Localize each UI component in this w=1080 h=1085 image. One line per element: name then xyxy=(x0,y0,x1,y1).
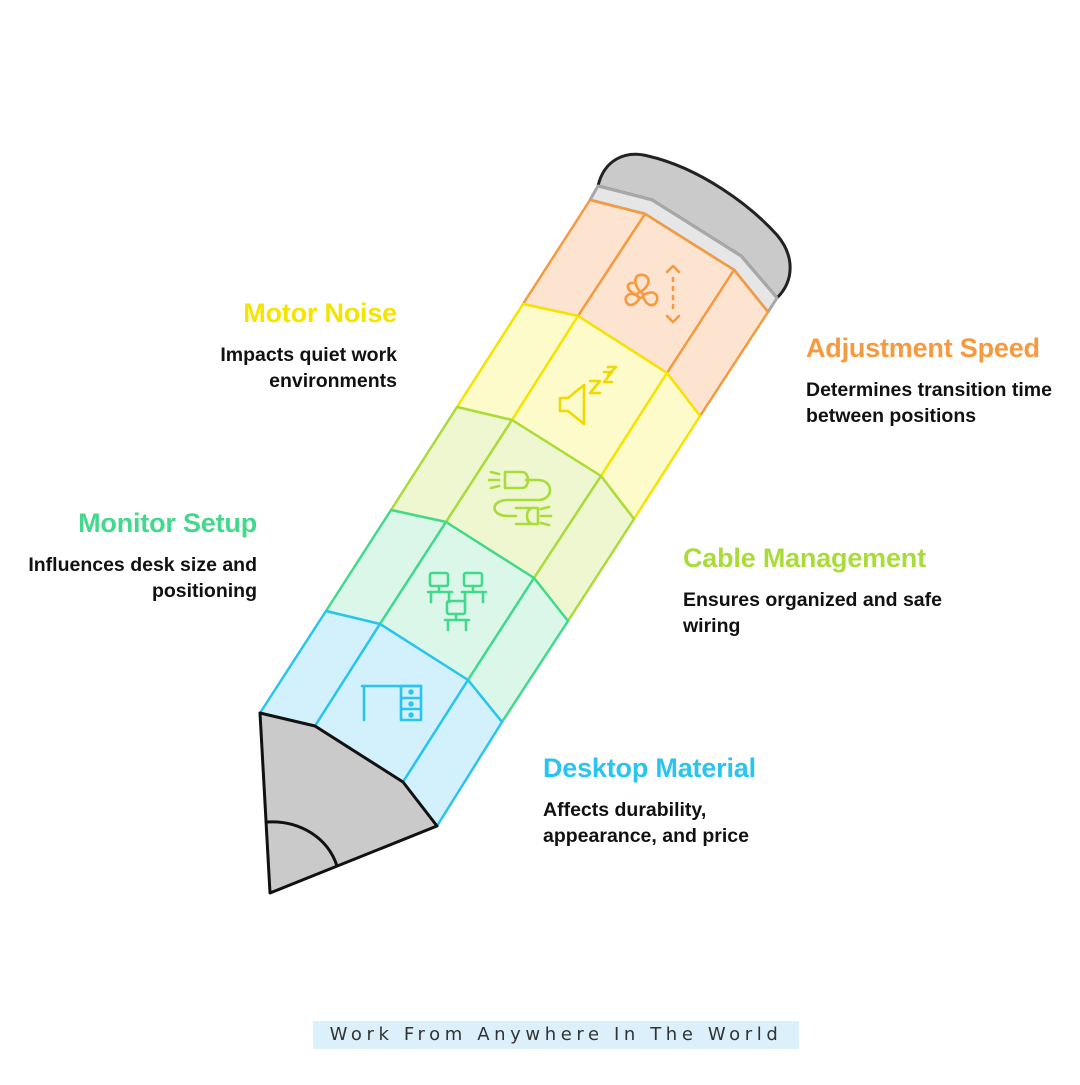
desk-icon xyxy=(360,684,423,722)
label-cable-management: Cable Management Ensures organized and s… xyxy=(683,541,973,639)
pencil-tip-arc xyxy=(266,820,339,867)
speaker-sleep-icon xyxy=(558,365,618,426)
fan-height-icon xyxy=(624,264,681,324)
footer-tagline: Work From Anywhere In The World xyxy=(313,1021,799,1049)
desc-motor-noise: Impacts quiet work environments xyxy=(220,344,397,392)
label-adjustment-speed: Adjustment Speed Determines transition t… xyxy=(806,331,1076,429)
desc-monitor-setup: Influences desk size and positioning xyxy=(28,554,257,602)
desc-cable-management: Ensures organized and safe wiring xyxy=(683,589,942,637)
monitors-icon xyxy=(426,571,488,632)
title-monitor-setup: Monitor Setup xyxy=(78,508,257,538)
pencil-tip xyxy=(258,711,439,895)
desc-adjustment-speed: Determines transition time between posit… xyxy=(806,379,1052,427)
label-motor-noise: Motor Noise Impacts quiet work environme… xyxy=(130,296,397,394)
desc-desktop-material: Affects durability, appearance, and pric… xyxy=(543,799,749,847)
title-adjustment-speed: Adjustment Speed xyxy=(806,333,1040,363)
title-desktop-material: Desktop Material xyxy=(543,753,756,783)
title-cable-management: Cable Management xyxy=(683,543,926,573)
label-desktop-material: Desktop Material Affects durability, app… xyxy=(543,751,798,849)
title-motor-noise: Motor Noise xyxy=(243,298,397,328)
cable-plugs-icon xyxy=(487,470,553,527)
label-monitor-setup: Monitor Setup Influences desk size and p… xyxy=(10,506,257,604)
